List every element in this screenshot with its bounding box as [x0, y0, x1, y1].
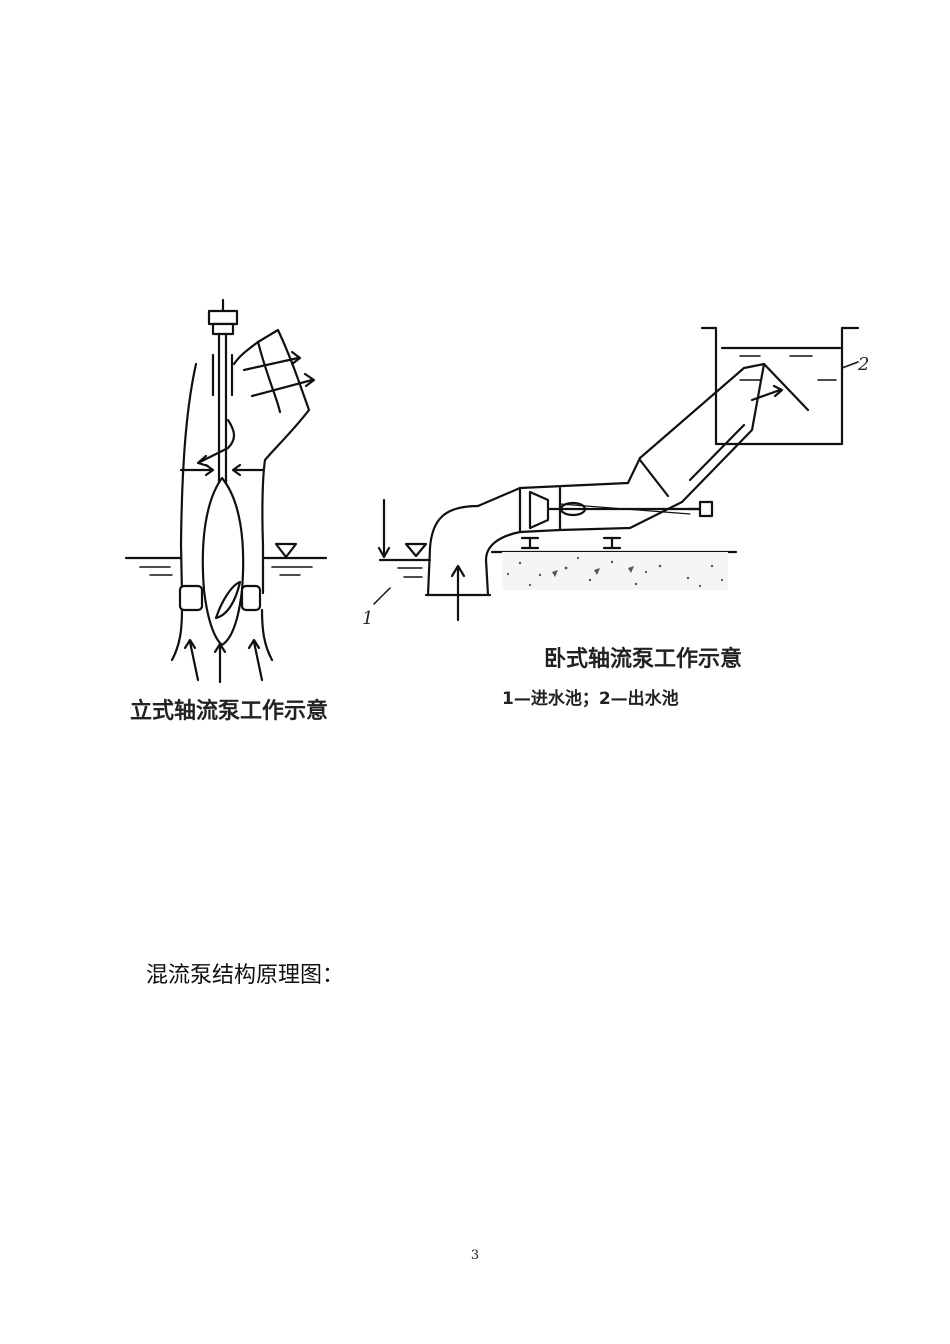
coupling-base [211, 322, 235, 336]
impeller-blade [214, 580, 242, 620]
mixed-flow-pump-heading: 混流泵结构原理图： [146, 963, 345, 988]
page-number: 3 [470, 1248, 480, 1263]
outlet-elbow [232, 328, 311, 595]
horizontal-pump-caption: 卧式轴流泵工作示意 [544, 646, 742, 672]
concrete-dots [506, 556, 724, 588]
inlet-bell-left [170, 608, 184, 662]
vertical-pump-caption: 立式轴流泵工作示意 [130, 698, 328, 724]
outlet-pool-label: 2 [857, 354, 869, 375]
inlet-bell-right [260, 608, 274, 662]
pump-casing-left [179, 362, 198, 595]
bearing [698, 500, 714, 518]
motor-coupling [207, 309, 239, 326]
flow-arrow-out-1 [242, 356, 300, 372]
vertical-pump-diagram [124, 298, 328, 684]
pump-diagrams-figure: 立式轴流泵工作示意 [124, 298, 869, 724]
horizontal-pump-diagram [373, 326, 860, 622]
outlet-pipe [638, 362, 766, 504]
flow-arrow-swirl [198, 418, 236, 464]
inlet-arrow-3 [252, 640, 264, 682]
inlet-arrow-1 [188, 640, 200, 682]
outlet-tank [700, 326, 860, 446]
inlet-pool-label: 1 [362, 608, 373, 629]
inlet-elbow [426, 504, 480, 597]
water-level-triangle [274, 542, 298, 559]
impeller [528, 490, 550, 530]
horizontal-pump-legend: 1—进水池；2—出水池 [502, 688, 679, 709]
impeller-hub [201, 476, 245, 647]
guide-vane-left [178, 584, 204, 612]
ground-concrete [502, 552, 728, 590]
flow-arrow-out-2 [250, 378, 314, 398]
flap-valve [762, 362, 810, 412]
inlet-water-triangle [404, 542, 428, 558]
pump-barrel [476, 456, 642, 508]
guide-vane-right [240, 584, 262, 612]
support-stand-1 [520, 536, 540, 550]
support-stand-2 [602, 536, 622, 550]
outlet-flow-arrow [750, 388, 782, 402]
